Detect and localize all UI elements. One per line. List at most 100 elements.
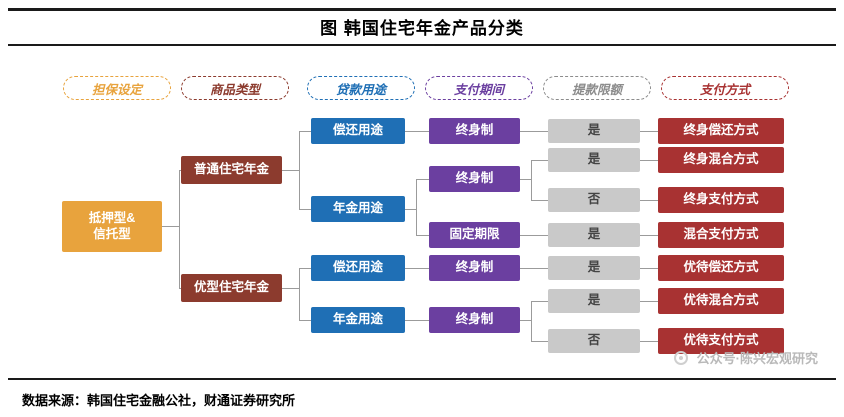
source-note: 数据来源：韩国住宅金融公社，财通证券研究所 — [22, 393, 296, 408]
node-label: 是 — [587, 123, 601, 138]
node-label: 终身制 — [455, 312, 494, 327]
node-withdrawal-limit-4[interactable]: 是 — [548, 223, 640, 247]
node-payment-method-3[interactable]: 终身支付方式 — [658, 187, 784, 213]
footer-divider — [8, 378, 836, 380]
node-payment-method-5[interactable]: 优待偿还方式 — [658, 255, 784, 281]
connector — [299, 131, 311, 133]
node-withdrawal-limit-7[interactable]: 否 — [548, 329, 640, 353]
connector — [520, 320, 532, 322]
node-root[interactable]: 抵押型& 信托型 — [62, 201, 162, 252]
node-product-type-2[interactable]: 优型住宅年金 — [181, 274, 282, 302]
node-label: 终身制 — [455, 260, 494, 275]
node-payment-period-2[interactable]: 终身制 — [429, 166, 520, 192]
connector — [405, 209, 417, 211]
connector — [520, 131, 548, 133]
node-label: 是 — [587, 152, 601, 167]
connector — [162, 226, 180, 228]
connector — [299, 209, 311, 211]
connector — [640, 200, 658, 202]
header-label: 商品类型 — [209, 82, 260, 97]
connector — [405, 320, 429, 322]
node-withdrawal-limit-2[interactable]: 是 — [548, 148, 640, 172]
connector — [531, 200, 548, 202]
connector — [531, 341, 548, 343]
connector — [520, 179, 532, 181]
node-label: 终身偿还方式 — [683, 123, 759, 138]
header-label: 提款限额 — [571, 82, 622, 97]
connector — [299, 131, 301, 209]
node-payment-method-4[interactable]: 混合支付方式 — [658, 222, 784, 248]
node-label: 普通住宅年金 — [193, 162, 269, 177]
header-pill-collateral: 担保设定 — [63, 76, 171, 100]
node-label: 是 — [587, 227, 601, 242]
node-withdrawal-limit-5[interactable]: 是 — [548, 256, 640, 280]
node-label: 优型住宅年金 — [193, 280, 269, 295]
node-label: 年金用途 — [332, 201, 383, 216]
connector — [282, 288, 300, 290]
header-pill-payment-period: 支付期间 — [425, 76, 533, 100]
header-pill-withdrawal-limit: 提款限额 — [543, 76, 651, 100]
node-root-line1: 抵押型& — [88, 210, 136, 225]
header-label: 贷款用途 — [335, 82, 386, 97]
node-payment-method-1[interactable]: 终身偿还方式 — [658, 118, 784, 144]
node-loan-purpose-4[interactable]: 年金用途 — [311, 307, 405, 333]
node-payment-method-6[interactable]: 优待混合方式 — [658, 288, 784, 314]
connector — [640, 301, 658, 303]
node-payment-period-5[interactable]: 终身制 — [429, 307, 520, 333]
node-label: 终身支付方式 — [683, 192, 759, 207]
connector — [416, 179, 418, 235]
node-withdrawal-limit-6[interactable]: 是 — [548, 289, 640, 313]
header-label: 支付期间 — [453, 82, 504, 97]
connector — [640, 235, 658, 237]
node-label: 终身混合方式 — [683, 152, 759, 167]
node-withdrawal-limit-1[interactable]: 是 — [548, 119, 640, 143]
node-label: 否 — [587, 192, 601, 207]
connector — [299, 320, 311, 322]
header-label: 担保设定 — [91, 82, 142, 97]
node-label: 优待偿还方式 — [683, 260, 759, 275]
node-label: 是 — [587, 293, 601, 308]
connector — [520, 268, 548, 270]
page-title: 图 韩国住宅年金产品分类 — [320, 19, 524, 38]
node-label: 固定期限 — [449, 227, 500, 242]
connector — [640, 160, 658, 162]
node-label: 终身制 — [455, 171, 494, 186]
node-loan-purpose-3[interactable]: 偿还用途 — [311, 255, 405, 281]
connector — [531, 301, 548, 303]
node-payment-method-2[interactable]: 终身混合方式 — [658, 147, 784, 173]
node-label: 偿还用途 — [332, 123, 383, 138]
node-payment-period-3[interactable]: 固定期限 — [429, 222, 520, 248]
node-label: 终身制 — [455, 123, 494, 138]
connector — [416, 179, 430, 181]
connector — [531, 301, 533, 341]
connector — [640, 341, 658, 343]
node-label: 优待混合方式 — [683, 293, 759, 308]
node-label: 否 — [587, 333, 601, 348]
node-label: 偿还用途 — [332, 260, 383, 275]
title-bottom-divider — [8, 44, 836, 46]
connector — [405, 268, 429, 270]
connector — [520, 235, 548, 237]
node-product-type-1[interactable]: 普通住宅年金 — [181, 156, 282, 184]
header-pill-payment-method: 支付方式 — [661, 76, 789, 100]
node-label: 优待支付方式 — [683, 333, 759, 348]
connector — [282, 170, 300, 172]
watermark: 公众号·陈兴宏观研究 — [674, 348, 818, 367]
connector — [640, 131, 658, 133]
node-loan-purpose-2[interactable]: 年金用途 — [311, 196, 405, 222]
wechat-icon — [674, 351, 689, 365]
header-label: 支付方式 — [699, 82, 750, 97]
node-loan-purpose-1[interactable]: 偿还用途 — [311, 118, 405, 144]
connector — [416, 235, 430, 237]
title-top-divider — [8, 8, 836, 11]
node-payment-method-7[interactable]: 优待支付方式 — [658, 328, 784, 354]
connector — [531, 160, 533, 200]
node-payment-period-1[interactable]: 终身制 — [429, 118, 520, 144]
connector — [299, 268, 311, 270]
connector — [179, 170, 181, 288]
node-withdrawal-limit-3[interactable]: 否 — [548, 188, 640, 212]
node-payment-period-4[interactable]: 终身制 — [429, 255, 520, 281]
node-root-line2: 信托型 — [93, 226, 131, 241]
header-pill-loan-purpose: 贷款用途 — [307, 76, 415, 100]
